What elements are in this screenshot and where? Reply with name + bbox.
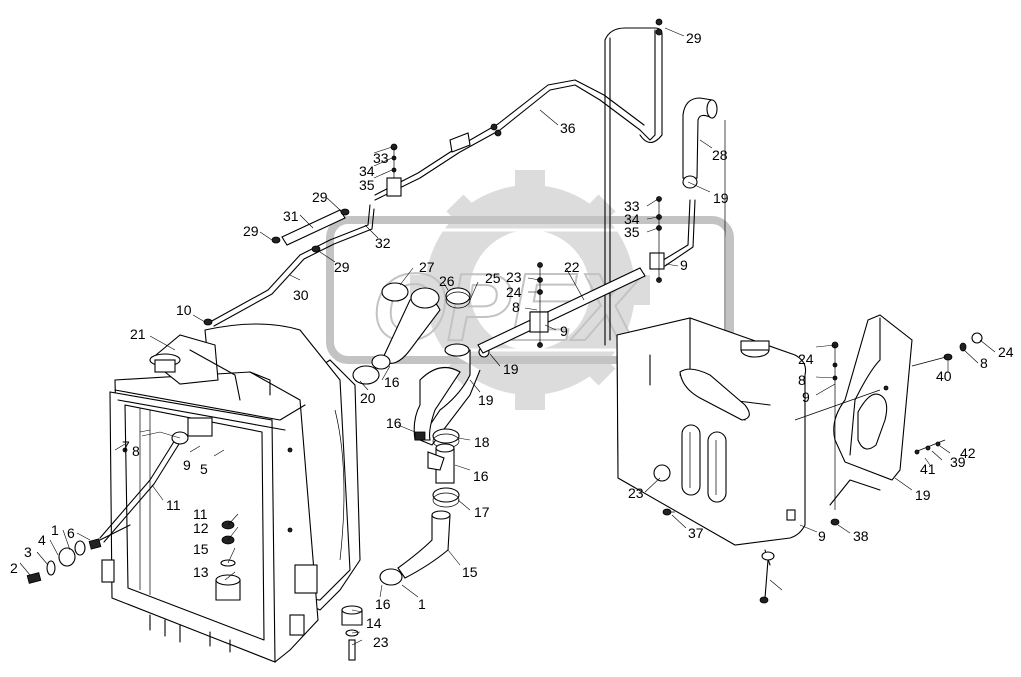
leader-lines — [19, 27, 996, 646]
callout-1: 6 — [67, 525, 75, 541]
callout-15: 13 — [193, 564, 209, 580]
callout-20: 19 — [478, 392, 494, 408]
callout-39: 19 — [915, 487, 931, 503]
callout-18: 16 — [473, 468, 489, 484]
mount-stack-upper — [215, 520, 241, 601]
callout-13: 14 — [366, 615, 382, 631]
callout-7: 8 — [132, 443, 140, 459]
callout-16: 1 — [418, 596, 426, 612]
callout-24: 8 — [798, 372, 806, 388]
callout-11: 12 — [193, 520, 209, 536]
pipe-36 — [374, 18, 663, 346]
opex-watermark: OPEX — [326, 170, 734, 410]
callout-32: 32 — [375, 235, 391, 251]
callout-17: 15 — [462, 564, 478, 580]
callout-8: 9 — [183, 457, 191, 473]
callout-26: 26 — [439, 273, 455, 289]
callout-29: 10 — [176, 302, 192, 318]
hose-28 — [649, 97, 726, 330]
callout-36: 36 — [560, 120, 576, 136]
expansion-tank — [616, 317, 807, 604]
callout-30: 30 — [293, 287, 309, 303]
callout-22: 22 — [564, 259, 580, 275]
callout-23: 24 — [798, 351, 814, 367]
callout-9: 5 — [200, 461, 208, 477]
callout-23: 23 — [506, 269, 522, 285]
callout-29: 29 — [243, 223, 259, 239]
callout-3: 4 — [38, 532, 46, 548]
callout-8: 9 — [802, 389, 810, 405]
callout-8: 8 — [512, 299, 520, 315]
hose-upper-27 — [371, 282, 441, 370]
callout-28: 28 — [712, 147, 728, 163]
callout-34: 34 — [624, 211, 640, 227]
callout-9: 9 — [680, 257, 688, 273]
clip-33-35-left — [386, 143, 402, 197]
callout-15: 16 — [375, 596, 391, 612]
callout-1: 2 — [10, 560, 18, 576]
callout-25: 25 — [485, 270, 501, 286]
bracket-39 — [794, 314, 983, 526]
callout-12: 15 — [193, 541, 209, 557]
callout-2: 3 — [24, 544, 32, 560]
callout-40: 42 — [960, 445, 976, 461]
callout-41: 39 — [950, 454, 966, 470]
callout-9: 9 — [560, 323, 568, 339]
callout-27: 27 — [419, 259, 435, 275]
callout-33: 33 — [373, 150, 389, 166]
callout-5: 11 — [166, 497, 181, 513]
callout-35: 35 — [624, 224, 640, 240]
callout-29: 29 — [334, 259, 350, 275]
callout-33: 33 — [624, 198, 640, 214]
callout-19: 19 — [503, 361, 519, 377]
bolt-group-left — [26, 524, 131, 584]
callout-14: 23 — [373, 634, 389, 650]
callout-37: 9 — [818, 528, 826, 544]
callout-11: 11 — [193, 506, 208, 522]
callout-16: 17 — [474, 504, 490, 520]
callout-4: 1 — [51, 522, 59, 538]
callout-6: 7 — [122, 438, 130, 454]
callout-labels: 29 36 28 19 33 34 35 9 33 34 35 22 23 24… — [10, 30, 1014, 650]
pipe-30 — [203, 204, 375, 327]
callout-29: 29 — [686, 30, 702, 46]
outlet-pipe-20 — [352, 343, 490, 446]
callout-42: 41 — [920, 461, 936, 477]
callout-29: 29 — [312, 189, 328, 205]
callout-19: 16 — [386, 415, 402, 431]
callout-23: 37 — [688, 525, 704, 541]
callout-24: 24 — [506, 284, 522, 300]
callout-16: 20 — [360, 390, 376, 406]
callout-9: 24 — [998, 344, 1014, 360]
callout-10: 21 — [130, 326, 146, 342]
callout-21: 16 — [384, 374, 400, 390]
callout-19: 23 — [628, 485, 644, 501]
callout-8: 40 — [936, 368, 952, 384]
pipe-22 — [477, 262, 646, 354]
callout-34: 34 — [359, 163, 375, 179]
clamp-26 — [445, 287, 471, 309]
stay-rod — [99, 431, 189, 543]
callout-31: 31 — [283, 208, 299, 224]
hose-16-18-17 — [379, 428, 460, 586]
callout-35: 35 — [359, 177, 375, 193]
callout-19: 19 — [713, 190, 729, 206]
radiator — [101, 323, 361, 663]
callout-9: 38 — [853, 528, 869, 544]
callout-24: 8 — [980, 355, 988, 371]
callout-16: 18 — [474, 434, 490, 450]
